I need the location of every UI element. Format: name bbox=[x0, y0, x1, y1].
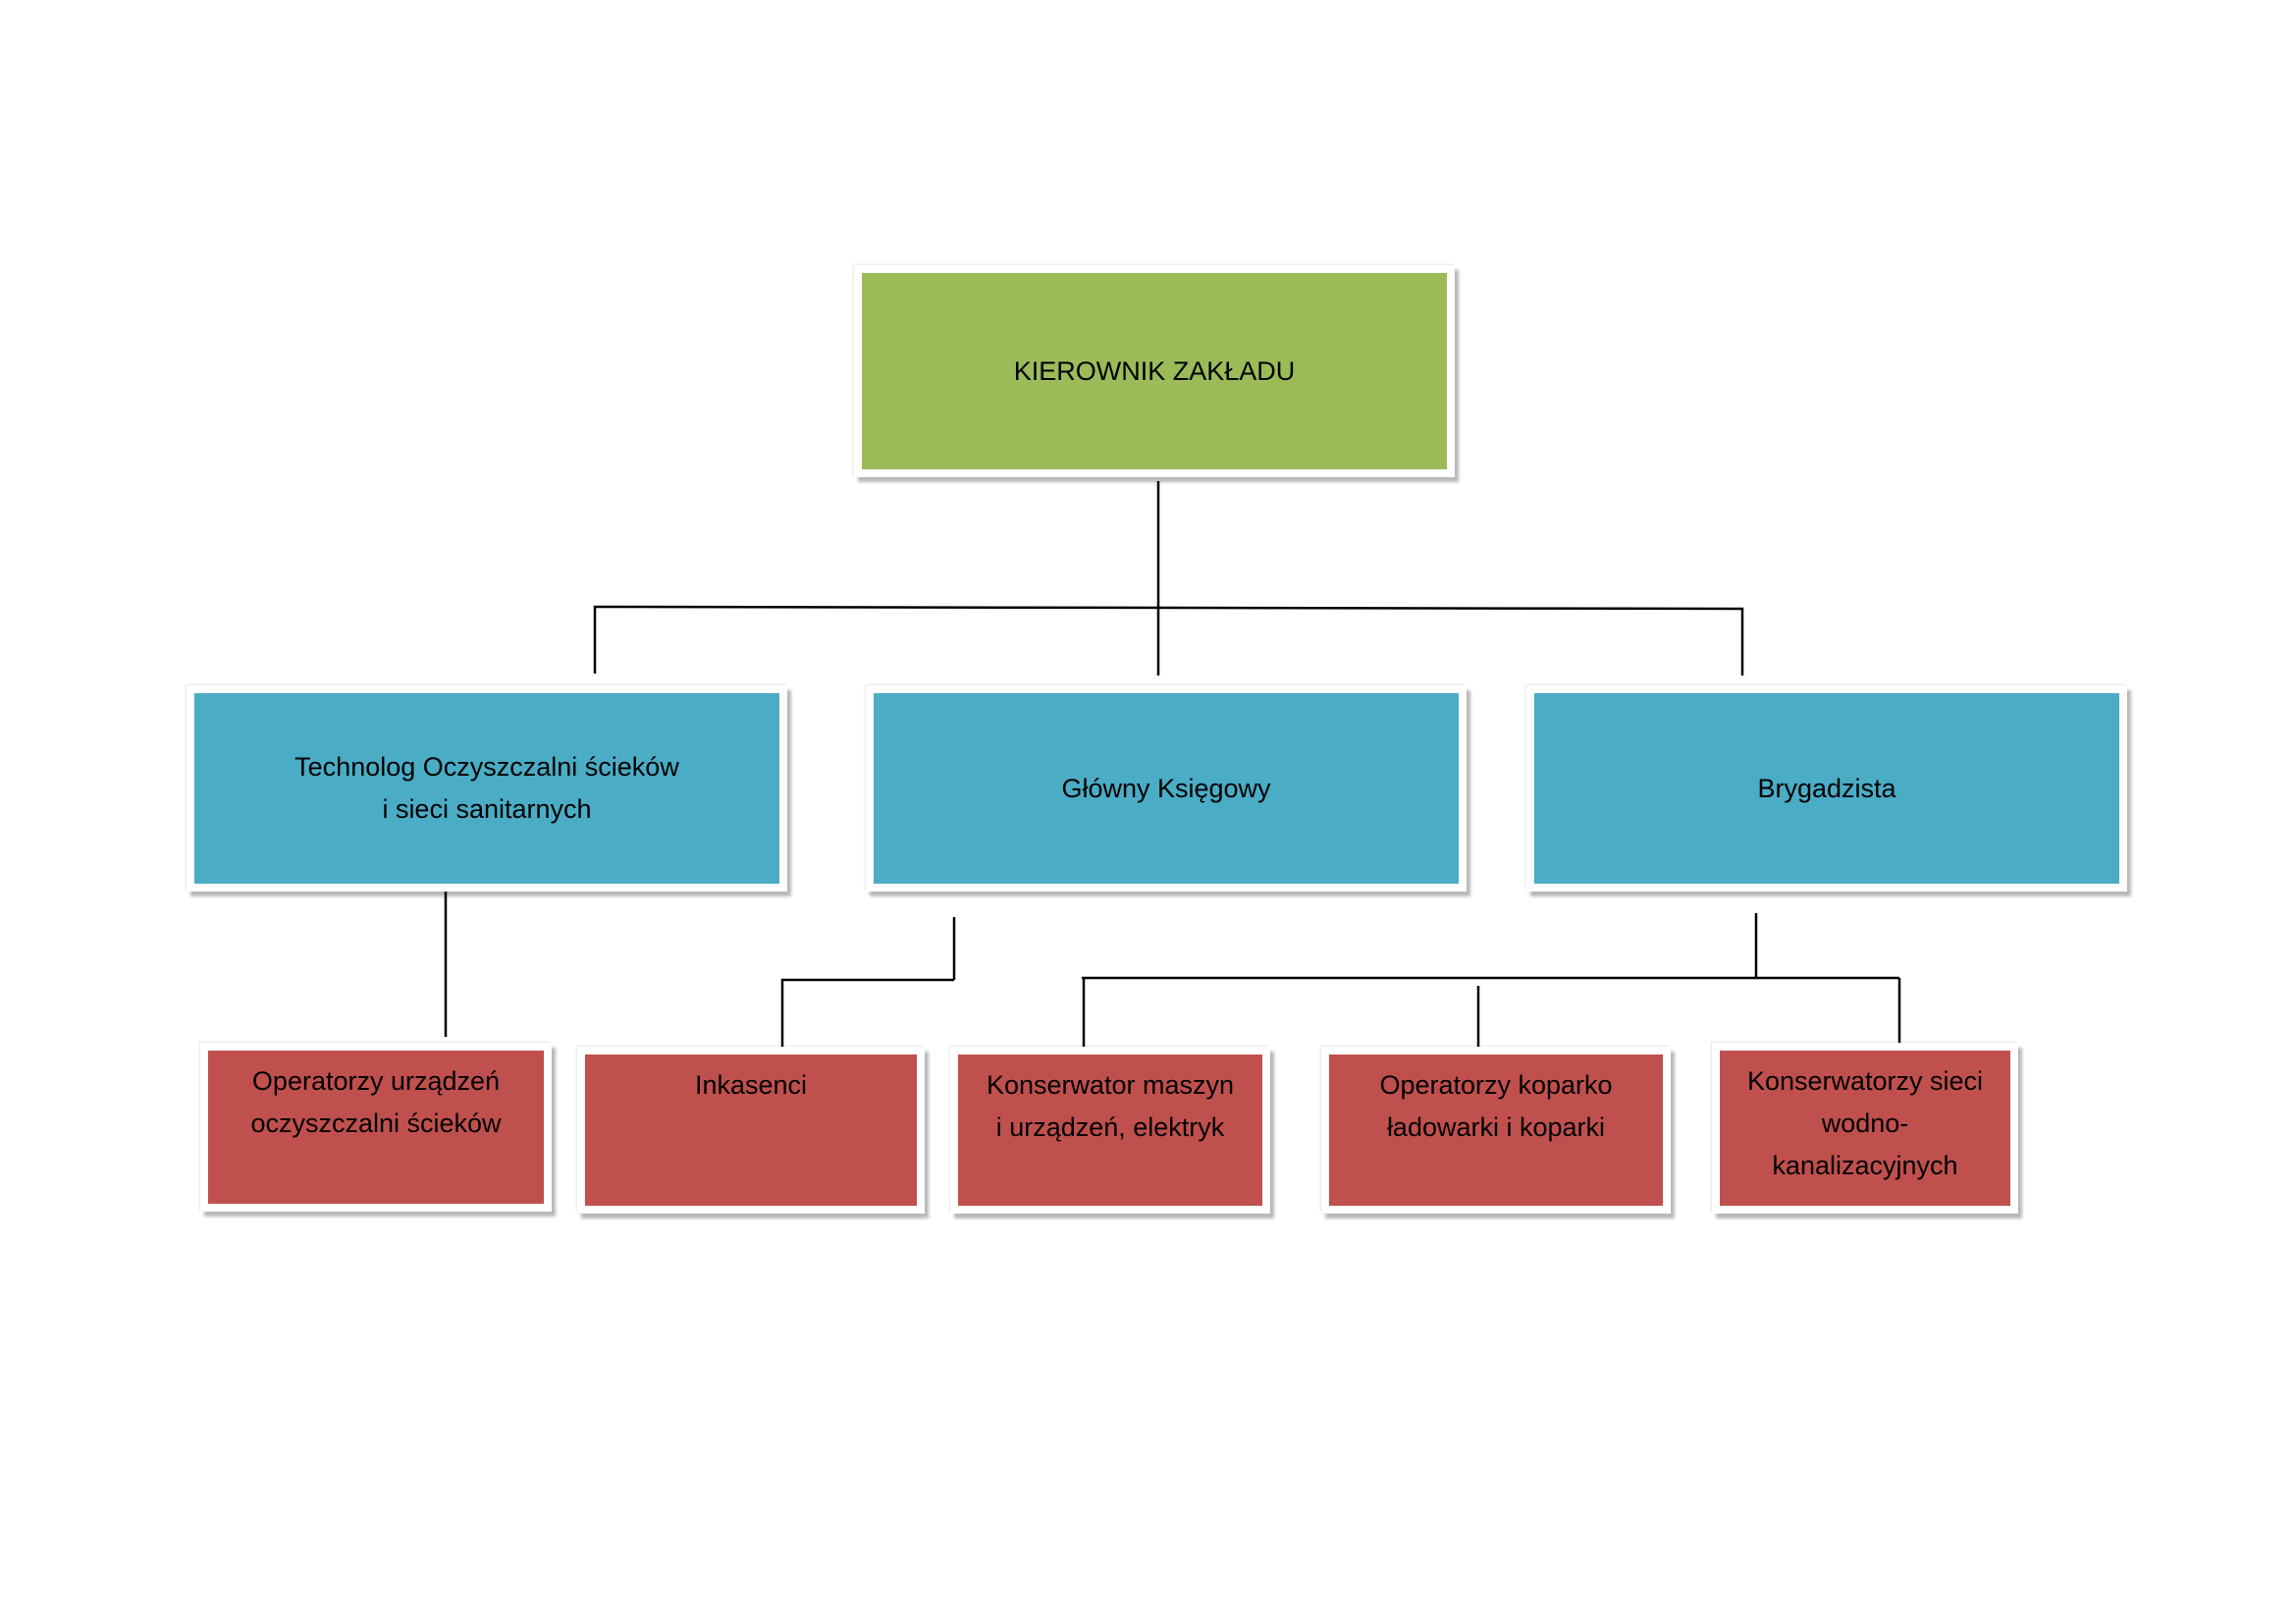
staff-label-konserwatorzy-sieci: Konserwatorzy sieci wodno- kanalizacyjny… bbox=[1746, 1066, 1984, 1180]
manager-label-brygadzista: Brygadzista bbox=[1757, 773, 1896, 803]
manager-box-ksiegowy: Główny Księgowy bbox=[866, 685, 1467, 892]
manager-box-technolog: Technolog Oczyszczalni ścieków i sieci s… bbox=[187, 685, 787, 892]
root-label: KIEROWNIK ZAKŁADU bbox=[1013, 355, 1296, 386]
manager-label-technolog: Technolog Oczyszczalni ścieków i sieci s… bbox=[294, 752, 679, 824]
staff-label-konserwator-maszyn: Konserwator maszyn i urządzeń, elektryk bbox=[986, 1070, 1235, 1142]
staff-label-operatorzy-oczyszczalni: Operatorzy urządzeń oczyszczalni ścieków bbox=[250, 1066, 502, 1138]
staff-box-operatorzy-oczyszczalni: Operatorzy urządzeń oczyszczalni ścieków bbox=[200, 1043, 552, 1212]
manager-box-brygadzista: Brygadzista bbox=[1526, 685, 2127, 892]
staff-box-konserwatorzy-sieci: Konserwatorzy sieci wodno- kanalizacyjny… bbox=[1712, 1043, 2018, 1214]
staff-box-konserwator-maszyn: Konserwator maszyn i urządzeń, elektryk bbox=[950, 1047, 1270, 1214]
staff-box-inkasenci: Inkasenci bbox=[577, 1047, 925, 1214]
staff-label-operatorzy-koparki: Operatorzy koparko ładowarki i koparki bbox=[1379, 1070, 1613, 1142]
staff-box-operatorzy-koparki: Operatorzy koparko ładowarki i koparki bbox=[1321, 1047, 1671, 1214]
root-box: KIEROWNIK ZAKŁADU bbox=[854, 265, 1455, 477]
connector-staff-bus-left bbox=[780, 978, 954, 1047]
manager-label-ksiegowy: Główny Księgowy bbox=[1061, 773, 1271, 803]
staff-label-inkasenci: Inkasenci bbox=[694, 1070, 808, 1100]
connector-manager-bus bbox=[593, 605, 1744, 676]
